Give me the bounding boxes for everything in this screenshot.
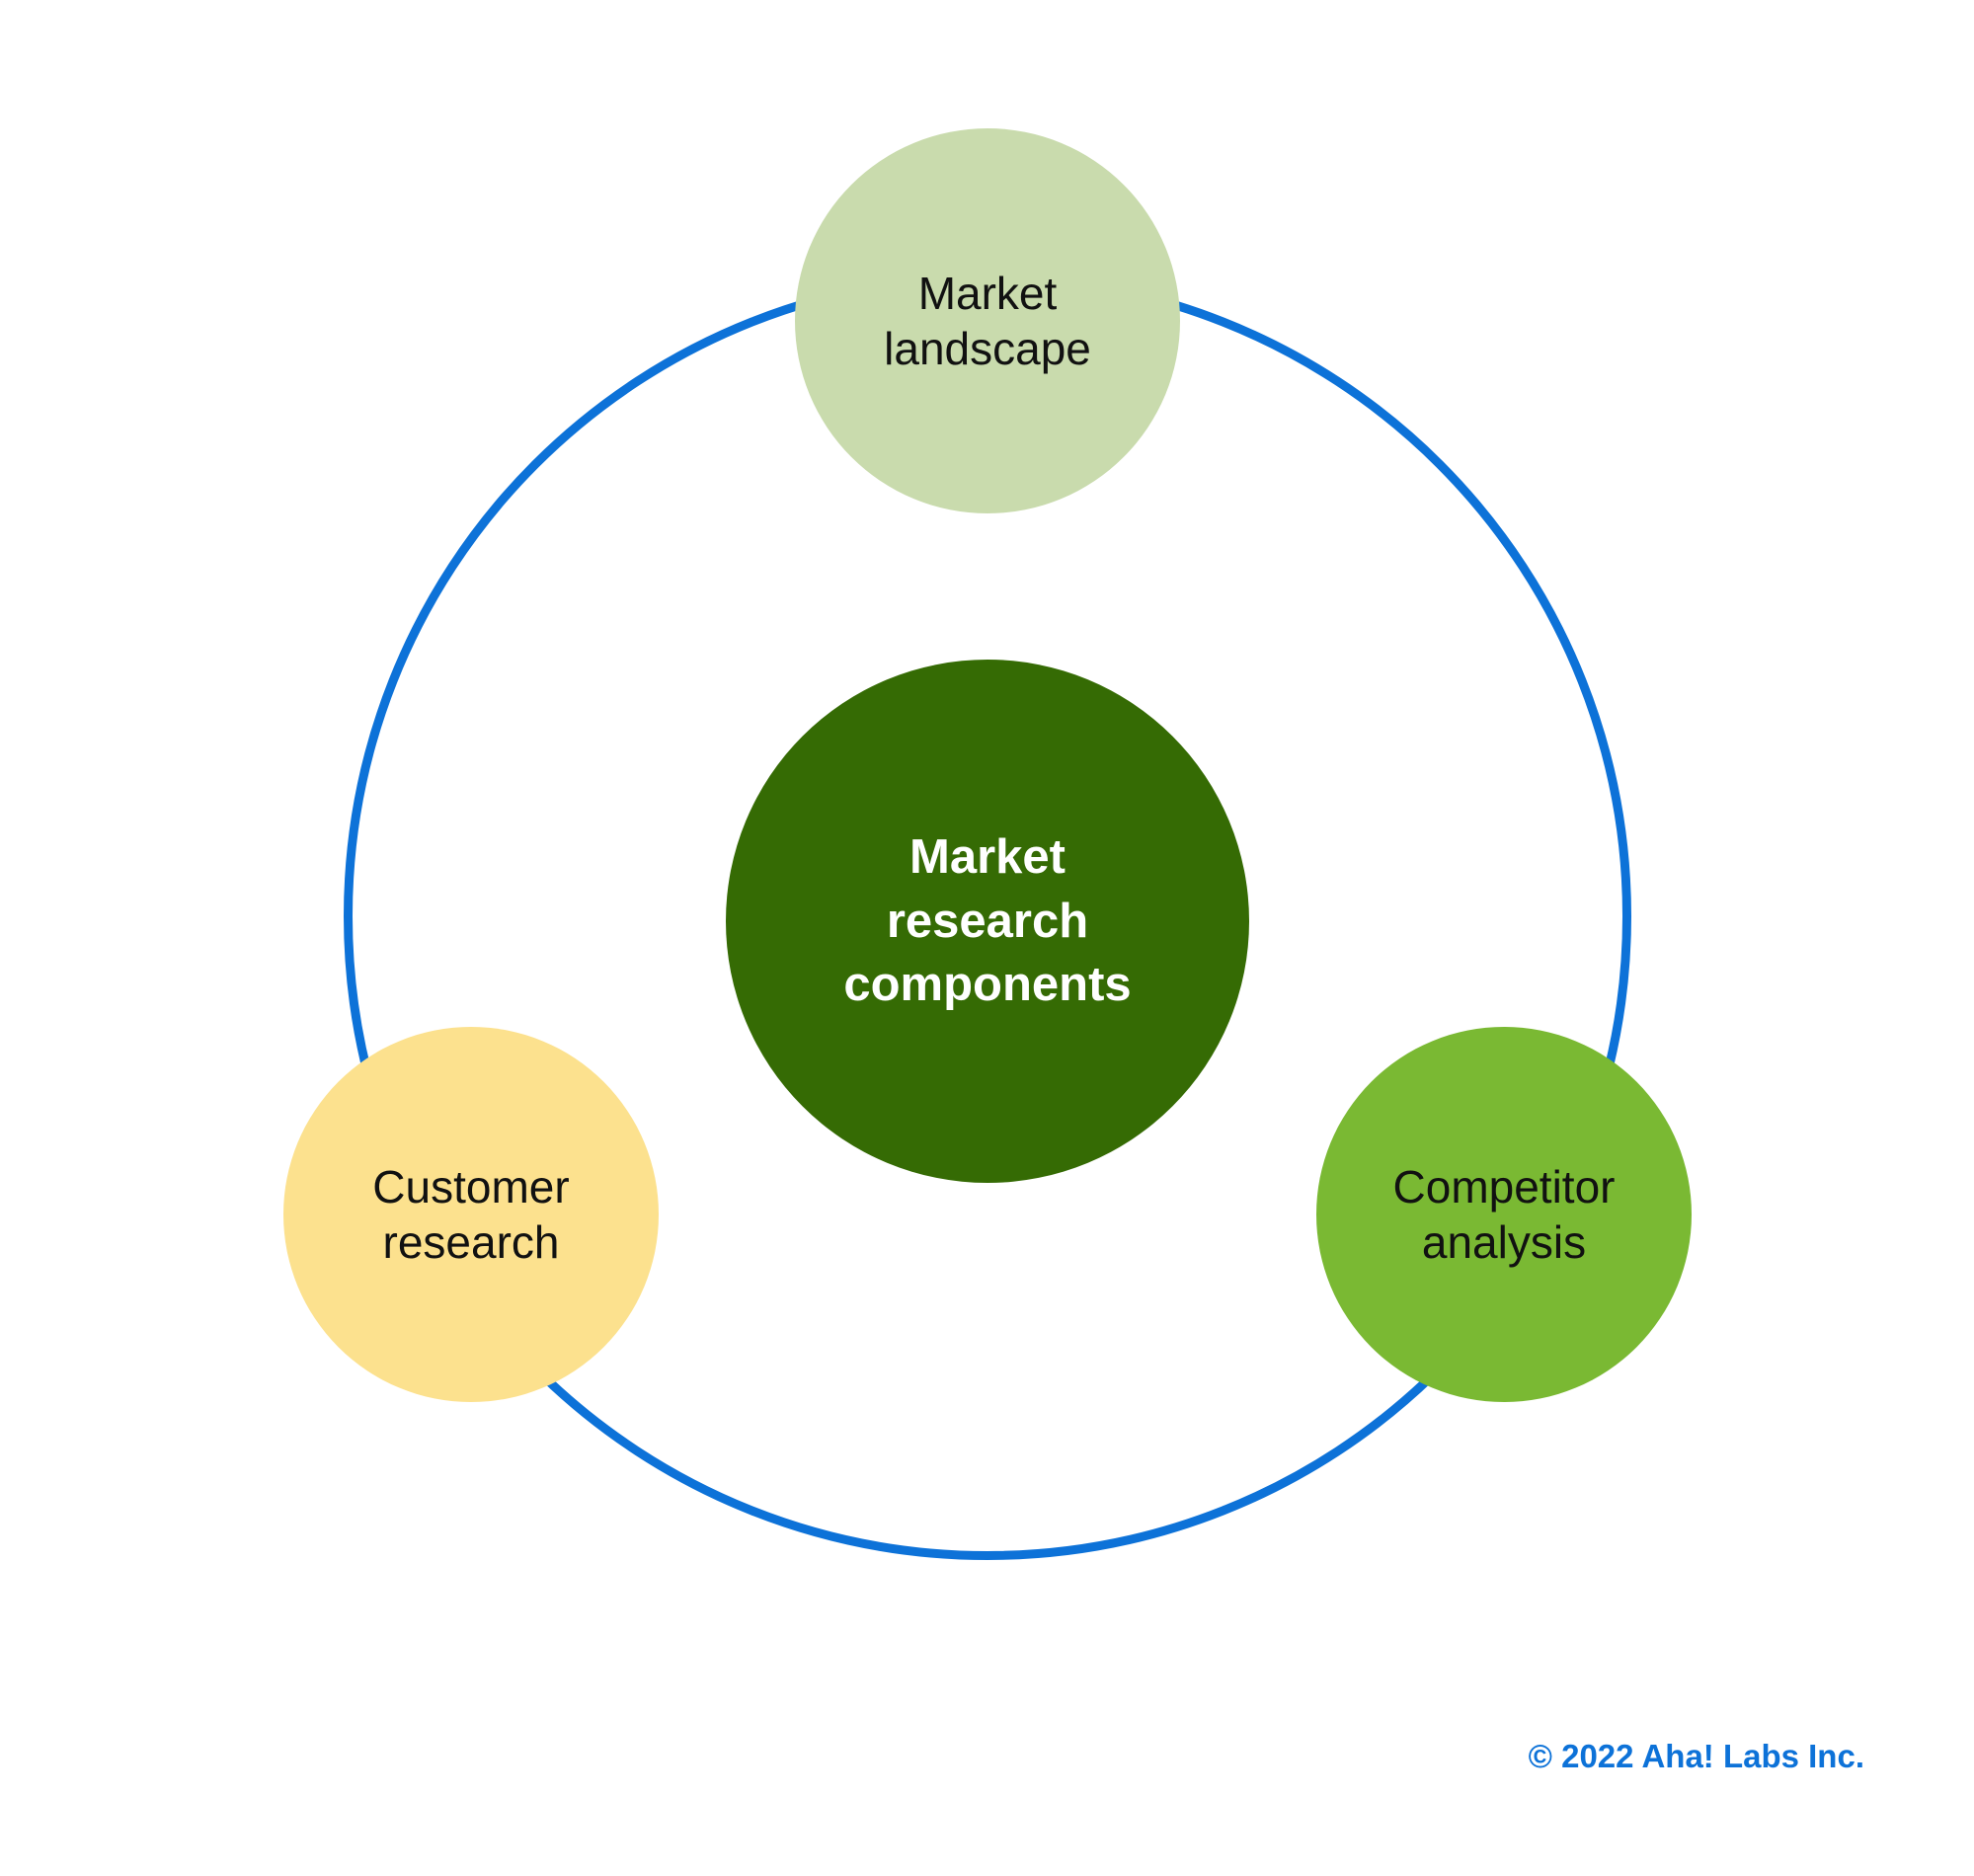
node-label-competitor-analysis: Competitor analysis [1392,1160,1616,1268]
node-market-landscape: Market landscape [795,128,1180,513]
node-market-research-components: Market research components [726,660,1249,1183]
node-label-market-landscape: Market landscape [884,267,1091,374]
copyright-text: © 2022 Aha! Labs Inc. [1528,1738,1864,1774]
node-customer-research: Customer research [283,1027,659,1402]
node-competitor-analysis: Competitor analysis [1316,1027,1692,1402]
node-label-customer-research: Customer research [372,1160,570,1268]
node-label-market-research-components: Market research components [843,829,1132,1012]
